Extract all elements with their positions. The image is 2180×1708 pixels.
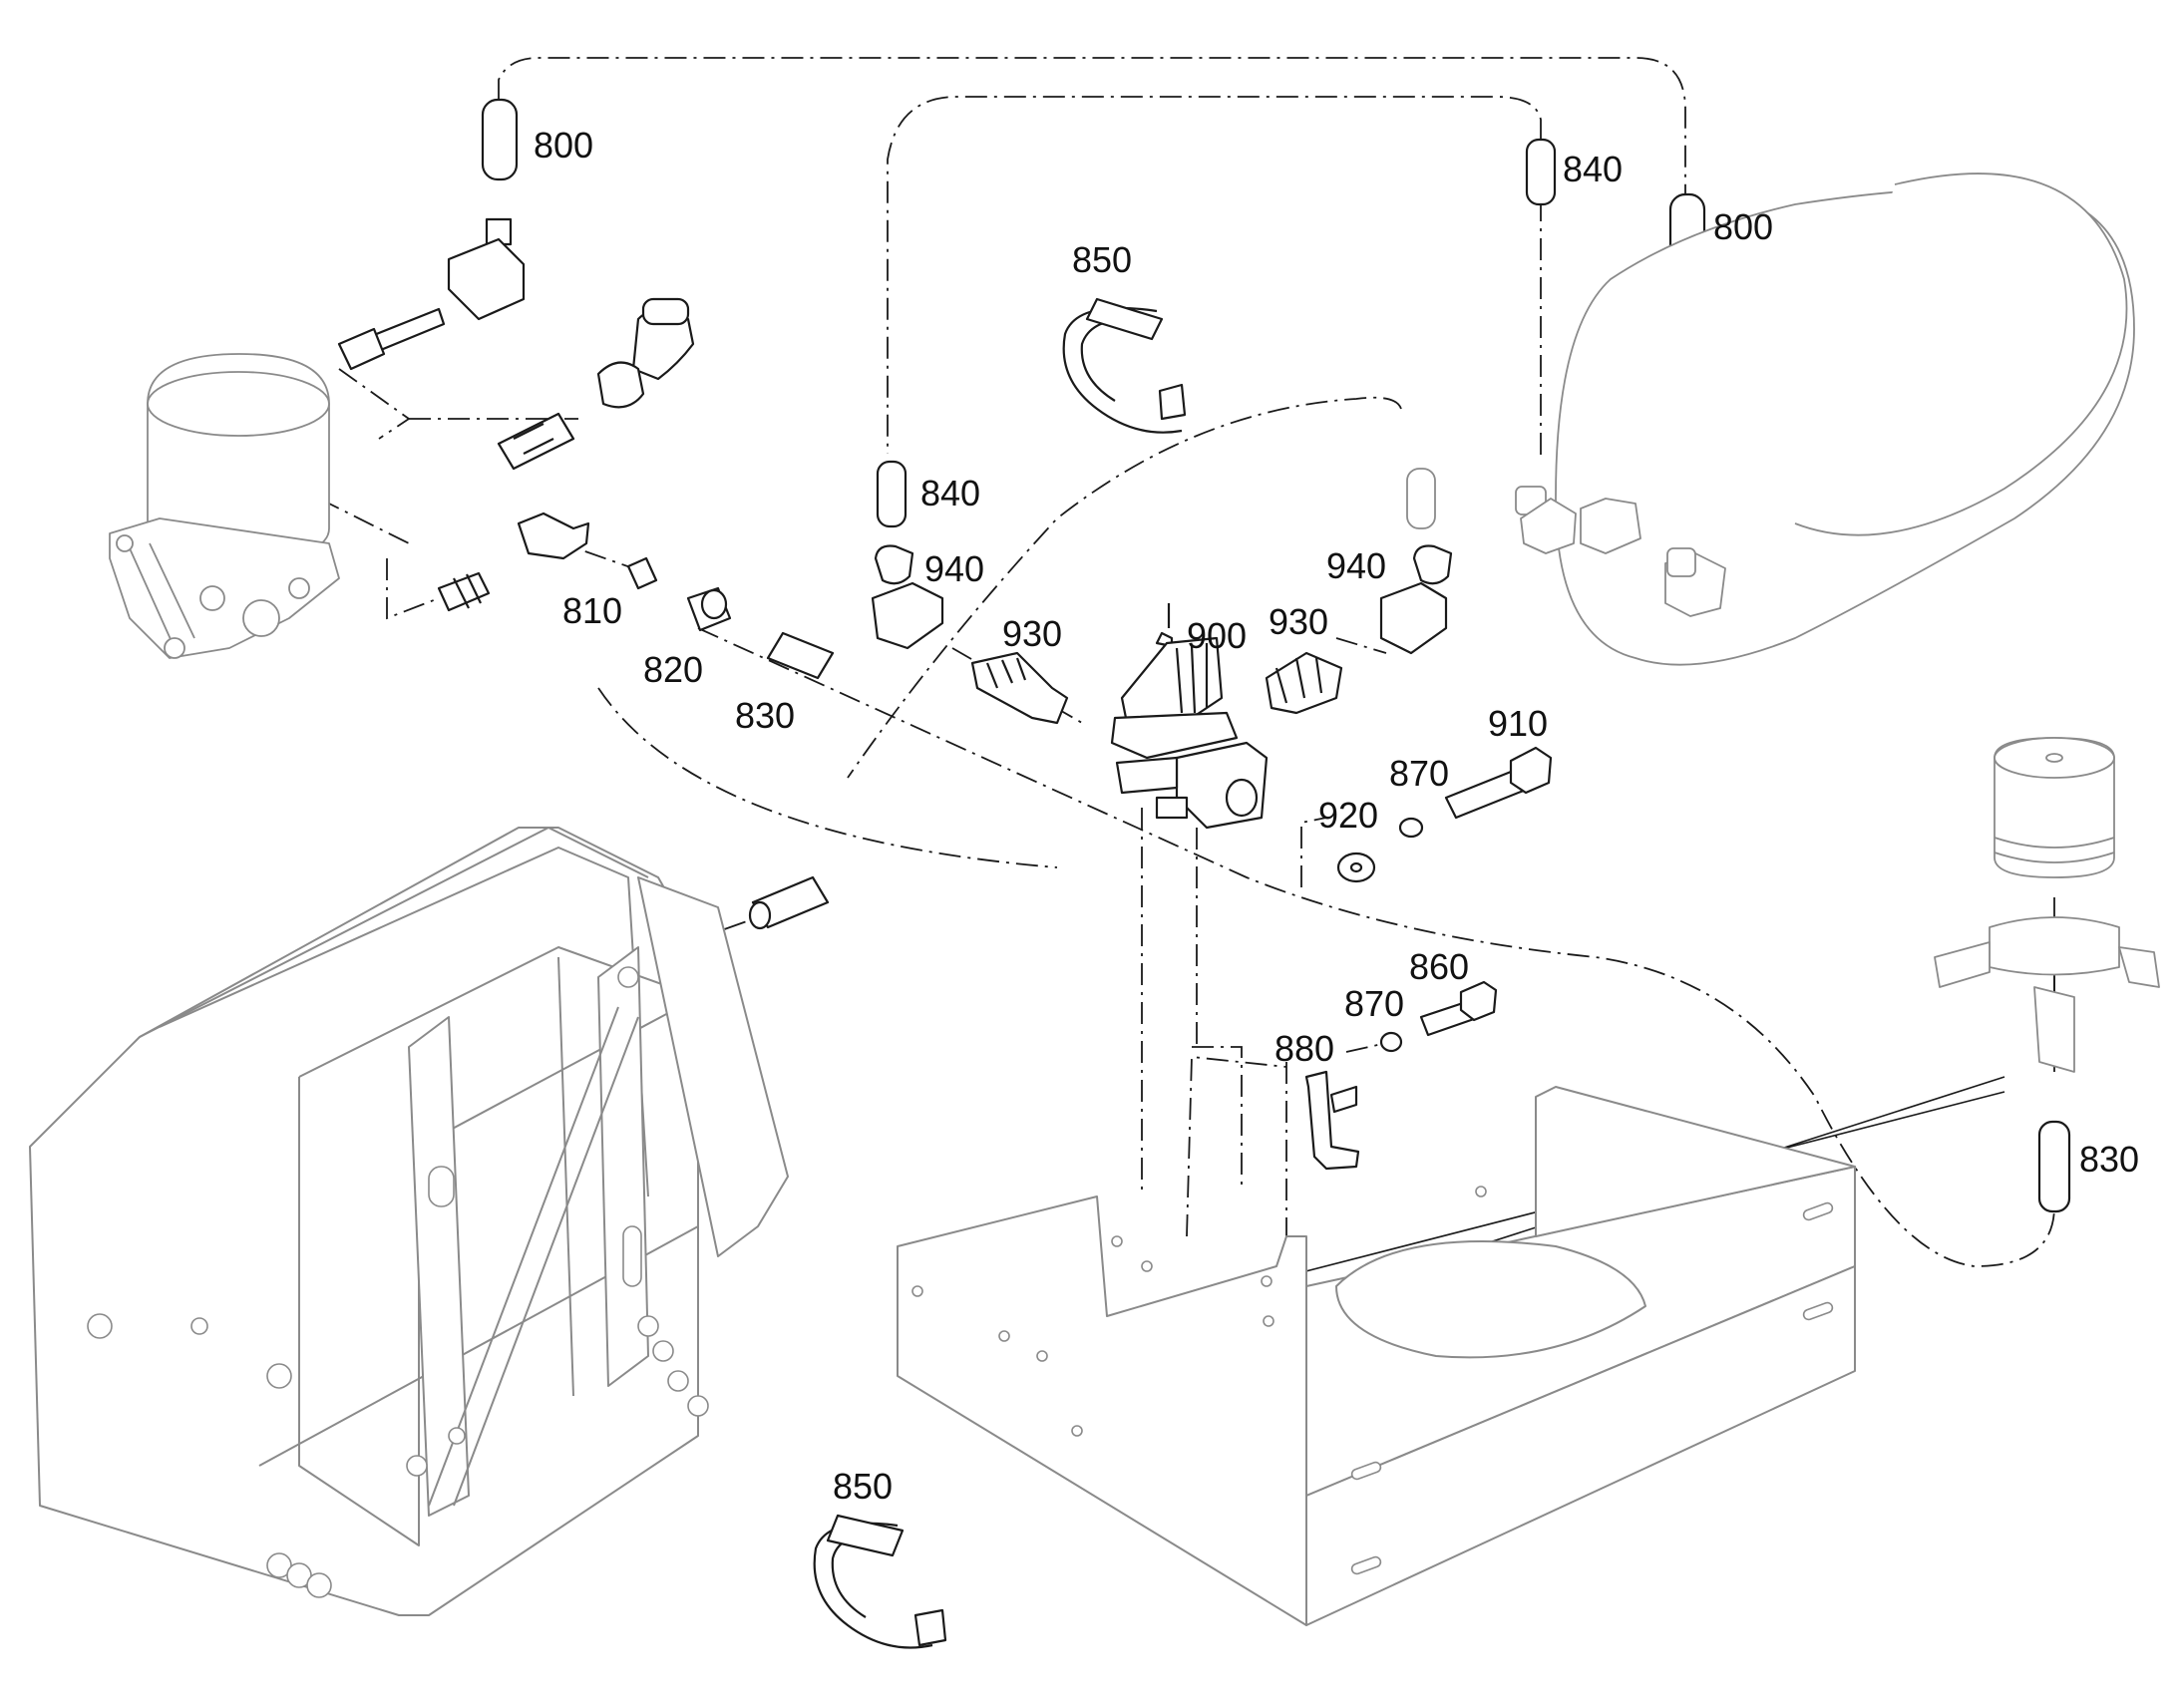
callout-920: 920 bbox=[1318, 795, 1378, 836]
air-tank bbox=[1515, 172, 2135, 666]
callout-830-right: 830 bbox=[2079, 1139, 2139, 1180]
callout-860: 860 bbox=[1409, 946, 1469, 987]
callout-840-top: 840 bbox=[1563, 149, 1623, 189]
callout-880: 880 bbox=[1274, 1028, 1334, 1069]
callout-870-upper: 870 bbox=[1389, 753, 1449, 794]
callout-940-right: 940 bbox=[1326, 545, 1386, 586]
callout-910: 910 bbox=[1488, 703, 1548, 744]
callout-800-right: 800 bbox=[1713, 206, 1773, 247]
bracket-880 bbox=[1304, 1070, 1360, 1171]
elbow-fittings-940 bbox=[871, 544, 1453, 655]
callout-900: 900 bbox=[1187, 615, 1247, 656]
callout-810: 810 bbox=[562, 590, 622, 631]
connectors-930 bbox=[970, 651, 1343, 725]
fasteners bbox=[1336, 746, 1553, 1053]
callout-850-top: 850 bbox=[1072, 239, 1132, 280]
callout-820: 820 bbox=[643, 649, 703, 690]
callout-labels: 800 840 800 850 840 940 940 930 900 930 … bbox=[534, 125, 2139, 1507]
mounting-tray bbox=[897, 1086, 1856, 1626]
air-dryer-assembly bbox=[109, 353, 340, 659]
machine-frame bbox=[29, 827, 789, 1616]
callout-850-bottom: 850 bbox=[833, 1466, 893, 1507]
callout-800-left: 800 bbox=[534, 125, 593, 166]
callout-830-left: 830 bbox=[735, 695, 795, 736]
callout-940-left: 940 bbox=[924, 548, 984, 589]
small-fittings bbox=[626, 556, 835, 930]
callout-840-left: 840 bbox=[920, 473, 980, 513]
callout-930-right: 930 bbox=[1269, 601, 1328, 642]
valve-900 bbox=[1110, 603, 1269, 830]
dryer-cartridge-right bbox=[1934, 737, 2160, 1073]
callout-870-lower: 870 bbox=[1344, 983, 1404, 1024]
dryer-fittings bbox=[337, 217, 695, 612]
callout-930-left: 930 bbox=[1002, 613, 1062, 654]
hose-clamps bbox=[813, 297, 1187, 1649]
